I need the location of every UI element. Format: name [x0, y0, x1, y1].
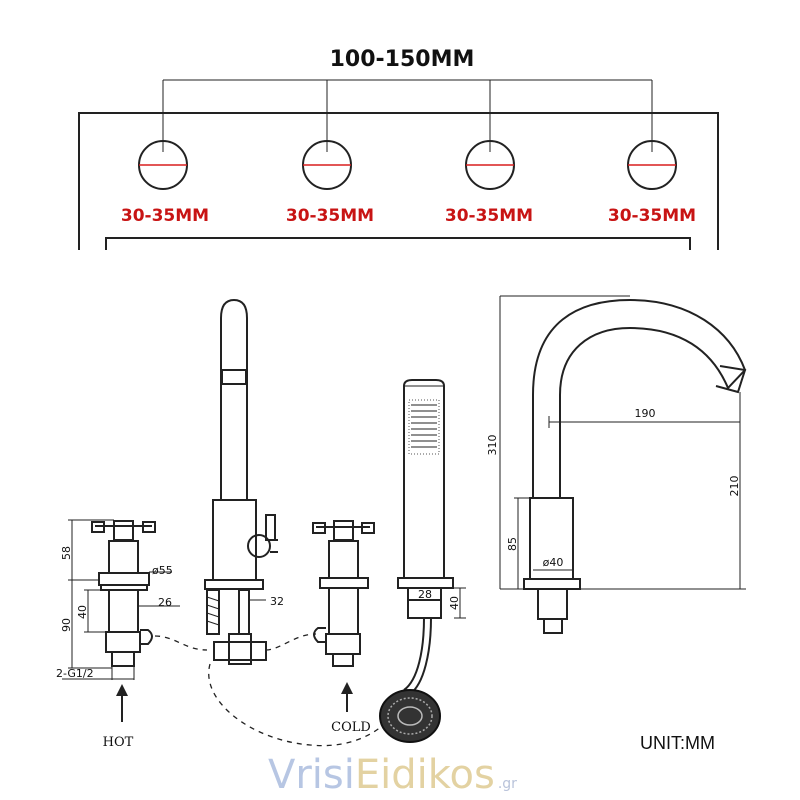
svg-text:VrisiEidikos.gr: VrisiEidikos.gr — [268, 752, 517, 798]
mounting-hole — [138, 140, 188, 190]
center-spout — [204, 298, 278, 665]
plumbing-connections — [154, 633, 383, 747]
shower-base-width-label: 28 — [418, 588, 432, 601]
valve-body-width-label: 26 — [158, 596, 172, 609]
unit-label: UNIT:MM — [640, 733, 715, 753]
hot-inlet-arrow-icon — [116, 684, 128, 722]
shower-base-height-label: 40 — [448, 596, 461, 610]
cold-inlet-arrow-icon — [341, 682, 353, 712]
spout-side-dimensions — [499, 295, 746, 590]
hot-label: HOT — [103, 735, 134, 750]
handle-diameter-label: ø55 — [152, 564, 173, 577]
hole-spacing-label: 100-150MM — [330, 47, 475, 72]
cold-valve — [312, 520, 375, 667]
mounting-hole — [465, 140, 515, 190]
spout-height-label: 310 — [486, 435, 499, 456]
hot-valve — [91, 520, 156, 667]
hole-layout: 100-150MM 30-35MM 30-35MM 30-35MM 30-35M — [78, 47, 719, 250]
spout-base-diameter-label: ø40 — [543, 556, 564, 569]
hot-valve-dimensions — [62, 519, 180, 680]
shower-spray-nozzles — [408, 399, 440, 455]
hand-shower — [397, 379, 454, 619]
thread-size-label: 2-G1/2 — [56, 667, 94, 680]
shaft-diameter-label: 32 — [270, 595, 284, 608]
spout-side-view — [523, 298, 747, 634]
shower-base-dimensions — [454, 587, 466, 619]
shower-hose — [403, 617, 425, 691]
valve-body-height-label: 40 — [76, 605, 89, 619]
deck-inner-edge — [105, 237, 691, 250]
hole-diameter-label: 30-35MM — [121, 206, 209, 226]
hole-diameter-label: 30-35MM — [286, 206, 374, 226]
hole-diameter-label: 30-35MM — [608, 206, 696, 226]
spout-clearance-label: 210 — [728, 476, 741, 497]
spout-reach-label: 190 — [635, 407, 656, 420]
watermark-logo: VrisiEidikos.gr — [268, 752, 517, 798]
handle-height-label: 58 — [60, 546, 73, 560]
hole-diameter-label: 30-35MM — [445, 206, 533, 226]
mounting-hole — [302, 140, 352, 190]
mounting-hole — [627, 140, 677, 190]
valve-total-height-label: 90 — [60, 618, 73, 632]
deck-outline — [78, 112, 719, 250]
spout-base-height-label: 85 — [506, 537, 519, 551]
cold-label: COLD — [331, 720, 371, 735]
hose-connector-icon — [379, 689, 441, 743]
